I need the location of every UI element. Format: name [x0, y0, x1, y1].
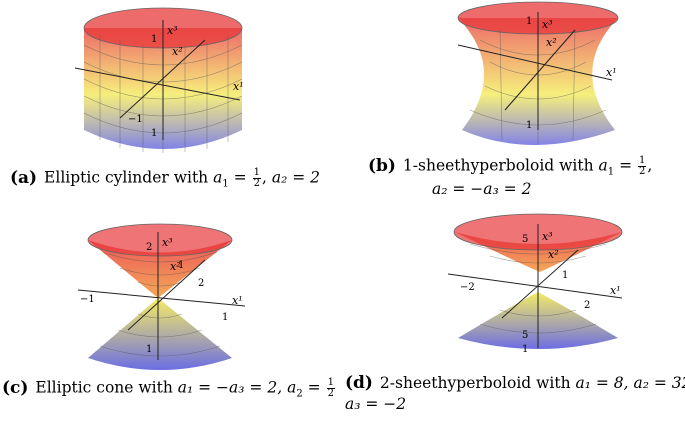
- axes-b: [457, 12, 613, 130]
- tick-label: 2: [198, 278, 204, 289]
- cone-upper-rim: [87, 223, 233, 257]
- tick-label: 1: [522, 344, 528, 355]
- caption-text: 2-sheethyperboloid with: [379, 374, 571, 392]
- panel-d: x³ x² x¹ 5 1 −2 2 5 1 (d) 2-sheethyperbo…: [340, 210, 685, 425]
- caption-text: Elliptic cylinder with: [44, 168, 209, 187]
- axis-label-x1: x¹: [610, 284, 621, 297]
- axes-c: [77, 232, 246, 360]
- axes-d: [447, 224, 623, 348]
- fraction-numerator: 1: [326, 377, 335, 389]
- math-expression: a₁ = 8, a₂ = 32,: [575, 374, 685, 392]
- math-var: a: [213, 168, 223, 187]
- fraction-denominator: 2: [639, 166, 646, 177]
- axis-label-x1: x¹: [232, 294, 243, 307]
- cone-lower: [88, 298, 232, 370]
- tick-label: 2: [146, 242, 152, 253]
- axis-label-x2: x²: [172, 45, 183, 58]
- caption-label: (d): [345, 373, 373, 393]
- axis-label-x3: x³: [167, 24, 178, 37]
- math-expression: a₂ = −a₃ = 2: [432, 180, 532, 198]
- fraction-numerator: 1: [638, 155, 647, 167]
- axes-a: [74, 20, 241, 140]
- cone-upper: [88, 240, 232, 298]
- tick-label: 1: [146, 344, 152, 355]
- panel-b: x³ x² x¹ 1 1 (b) 1-sheethyperboloid with…: [340, 0, 685, 200]
- caption-text: Elliptic cone with: [35, 378, 173, 397]
- panel-a: x³ x² x¹ 1 −1 1 (a) Elliptic cylinder wi…: [0, 0, 340, 200]
- tick-label: 1: [151, 34, 157, 45]
- panel-c: x³ x² x¹ 2 1 2 −1 1 1 (c) Elliptic cone …: [0, 210, 340, 425]
- axis-label-x2: x²: [170, 260, 181, 273]
- math-sub: 1: [222, 178, 229, 190]
- math-expression: a₂ = 2: [271, 168, 321, 187]
- math-expression: a₃ = −2: [345, 395, 407, 413]
- caption-c: (c) Elliptic cone with a₁ = −a₃ = 2, a2 …: [2, 378, 336, 404]
- axis-label-x3: x³: [542, 18, 553, 31]
- math-eq: =: [619, 156, 633, 175]
- math-sub: 1: [607, 166, 615, 178]
- axis-label-x3: x³: [542, 230, 553, 243]
- caption-d: (d) 2-sheethyperboloid with a₁ = 8, a₂ =…: [345, 374, 685, 393]
- tick-label: −1: [80, 294, 95, 305]
- tick-label: 2: [584, 300, 590, 311]
- axis-label-x1: x¹: [233, 80, 244, 93]
- caption-label: (c): [2, 377, 29, 398]
- separator: ,: [261, 168, 267, 187]
- fraction-numerator: 1: [252, 167, 261, 179]
- caption-label: (a): [10, 167, 38, 188]
- tick-label: −2: [460, 282, 475, 293]
- math-sub: 2: [296, 388, 303, 400]
- tick-label: 5: [522, 330, 528, 341]
- math-expression: a₁ = −a₃ = 2,: [177, 378, 283, 397]
- tick-label: 5: [522, 234, 528, 245]
- tick-label: 1: [526, 120, 532, 131]
- separator: ,: [647, 156, 653, 175]
- math-eq: =: [307, 378, 321, 397]
- axis-label-x3: x³: [162, 236, 173, 249]
- surface-plot-a: x³ x² x¹ 1 −1 1: [74, 7, 244, 153]
- caption-text: 1-sheethyperboloid with: [402, 156, 594, 175]
- math-eq: =: [233, 168, 247, 187]
- caption-b-line2: a₂ = −a₃ = 2: [432, 180, 531, 199]
- tick-label: −1: [128, 114, 143, 125]
- surface-plot-c: x³ x² x¹ 2 1 2 −1 1 1: [77, 223, 246, 370]
- tick-label: 1: [151, 128, 157, 139]
- tick-label: 1: [222, 312, 228, 323]
- math-var: a: [598, 156, 608, 175]
- axis-label-x1: x¹: [606, 66, 617, 79]
- axis-label-x2: x²: [546, 36, 557, 49]
- caption-d-line2: a₃ = −2: [345, 395, 406, 414]
- fraction-denominator: 2: [327, 388, 334, 399]
- fraction-denominator: 2: [253, 178, 260, 189]
- surface-plot-d: x³ x² x¹ 5 1 −2 2 5 1: [447, 213, 623, 355]
- axis-label-x2: x²: [548, 248, 559, 261]
- tick-label: 1: [562, 270, 568, 281]
- cone-grid: [99, 251, 221, 357]
- tick-label: 1: [178, 260, 184, 271]
- tick-label: 1: [526, 16, 532, 27]
- caption-label: (b): [368, 155, 396, 176]
- surface-plot-b: x³ x² x¹ 1 1: [457, 1, 619, 145]
- math-var: a: [287, 378, 297, 397]
